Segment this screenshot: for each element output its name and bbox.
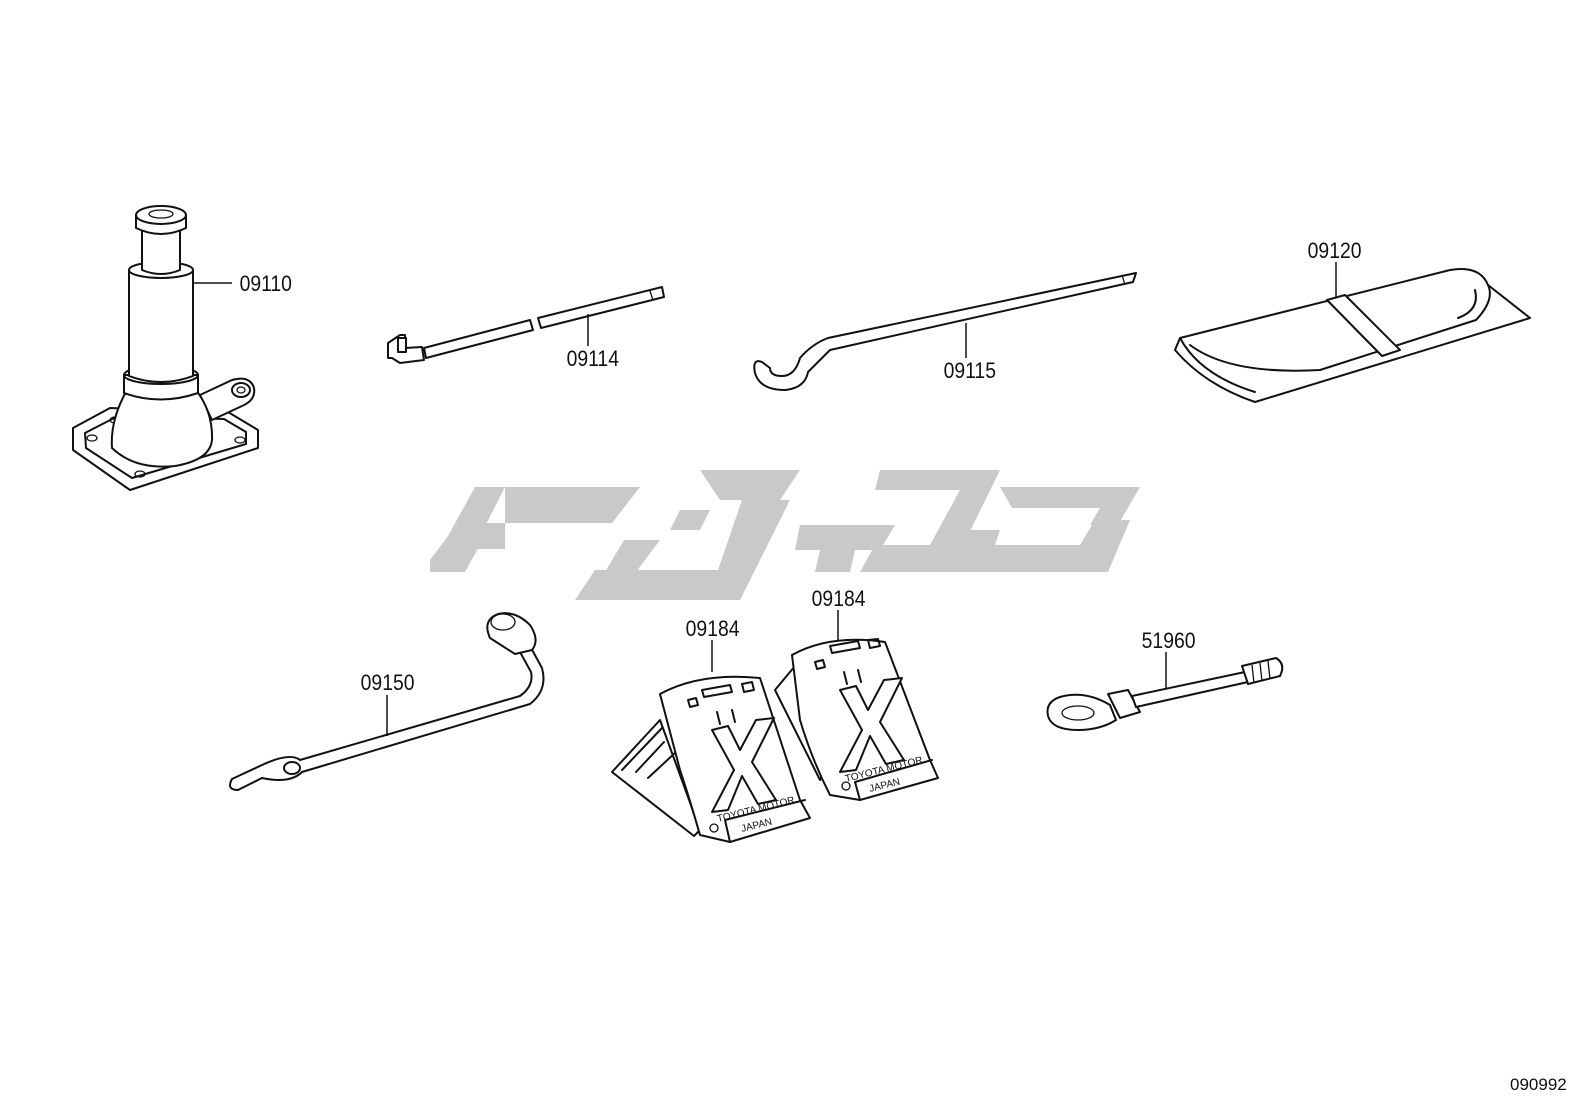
watermark-logo — [430, 470, 1140, 600]
part-label-09184-a[interactable]: 09184 — [686, 617, 740, 641]
part-label-09184-b[interactable]: 09184 — [812, 587, 866, 611]
jack-icon — [72, 205, 259, 491]
tool-bag-icon — [1174, 268, 1531, 403]
part-label-09120[interactable]: 09120 — [1308, 239, 1362, 263]
part-label-09150[interactable]: 09150 — [361, 671, 415, 695]
lug-wrench-icon — [229, 612, 545, 791]
part-label-51960[interactable]: 51960 — [1142, 629, 1196, 653]
part-label-09110[interactable]: 09110 — [240, 272, 292, 296]
wheel-chock-icon: TOYOTA MOTOR JAPAN — [611, 675, 811, 843]
part-label-09114[interactable]: 09114 — [567, 347, 619, 371]
diagram-id: 090992 — [1510, 1075, 1567, 1094]
towing-eye-icon — [1046, 657, 1284, 731]
hook-wrench-icon — [753, 272, 1137, 391]
wheel-chock-icon: TOYOTA MOTOR JAPAN — [774, 638, 939, 801]
part-label-09115[interactable]: 09115 — [944, 359, 996, 383]
jack-handle-icon — [387, 286, 665, 364]
